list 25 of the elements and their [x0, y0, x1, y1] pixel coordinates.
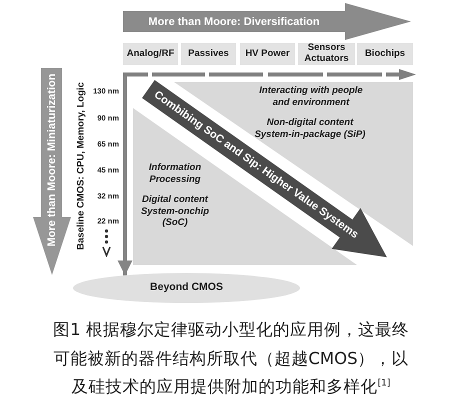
category-box — [240, 43, 295, 65]
arrow-label: More than Moore: Diversification — [148, 15, 320, 28]
region-text: Information Processing — [148, 162, 202, 185]
category-box — [123, 43, 178, 65]
block-arrow — [33, 68, 71, 275]
region-text: Non-digital content System-in-package (SiP) — [254, 117, 366, 140]
category-label: HV Power — [245, 48, 290, 60]
block-arrow — [142, 80, 387, 257]
category-box — [357, 43, 413, 65]
category-label: Passives — [188, 48, 229, 60]
region-text: Interacting with people and environment — [258, 85, 364, 108]
category-label: Biochips — [364, 48, 406, 60]
category-box — [298, 43, 355, 65]
figure-caption: 图1 根据穆尔定律驱动小型化的应用例，这最终可能被新的器件结构所取代（超越CMOS），以及硅技术的应用提供附加的功能和多样化$^{[1]}$ — [52, 319, 410, 398]
dashed-axis-bar — [123, 68, 416, 80]
region-text: Digital content System-onchip (SoC) — [140, 194, 210, 228]
axis-title: Baseline CMOS: CPU, Memory, Logic — [76, 82, 86, 250]
category-label: Analog/RF — [126, 48, 174, 60]
category-box — [181, 43, 236, 65]
arrow-label: More than Moore: Miniaturization — [46, 74, 58, 246]
node-label: Beyond CMOS — [150, 282, 223, 294]
category-label: Sensors Actuators — [303, 43, 350, 65]
oval-node — [73, 273, 300, 303]
block-arrow — [123, 3, 411, 40]
arrow — [118, 76, 132, 276]
